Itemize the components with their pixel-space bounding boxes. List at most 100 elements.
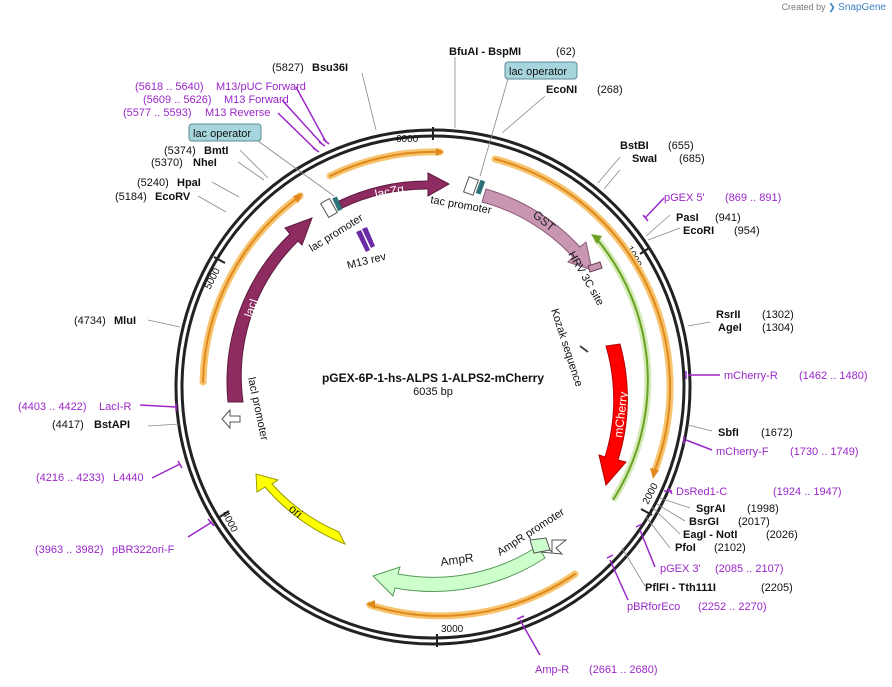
primer-markers bbox=[139, 86, 720, 656]
map-title: pGEX-6P-1-hs-ALPS 1-ALPS2-mCherry 6035 b… bbox=[322, 371, 544, 398]
primer-m13puc: (5618 .. 5640)M13/pUC Forward bbox=[135, 81, 306, 93]
svg-text:L4440: L4440 bbox=[113, 472, 144, 484]
primer-ampr: Amp-R(2661 .. 2680) bbox=[535, 664, 658, 676]
lac-operator-left[interactable]: lac operator bbox=[188, 123, 335, 197]
primer-l4440: (4216 .. 4233)L4440 bbox=[36, 472, 144, 484]
svg-text:(1304): (1304) bbox=[762, 322, 794, 334]
tick-1000 bbox=[639, 247, 650, 255]
green-arc bbox=[591, 234, 652, 502]
svg-text:lac operator: lac operator bbox=[193, 128, 251, 140]
svg-text:M13/pUC Forward: M13/pUC Forward bbox=[216, 81, 306, 93]
svg-text:(5240): (5240) bbox=[137, 177, 169, 189]
svg-text:(5184): (5184) bbox=[115, 191, 147, 203]
svg-text:(1462 .. 1480): (1462 .. 1480) bbox=[799, 370, 868, 382]
label-AmpR: AmpR bbox=[439, 550, 474, 569]
enzyme-ecorv: (5184) EcoRV bbox=[115, 191, 191, 203]
svg-text:pBR322ori-F: pBR322ori-F bbox=[112, 544, 175, 556]
primer-mcherryr: mCherry-R (1462 .. 1480) bbox=[724, 370, 868, 382]
feature-lacI[interactable]: lacI bbox=[226, 217, 313, 403]
feature-M13-rev[interactable]: M13 rev bbox=[346, 227, 388, 272]
lac-operator-top[interactable]: lac operator bbox=[479, 61, 578, 177]
feature-lacZa[interactable]: lacZα bbox=[338, 172, 451, 209]
svg-text:RsrII: RsrII bbox=[716, 309, 740, 321]
enzyme-labels: BfuAI - BspMI(62) EcoNI(268) BstBI(655) … bbox=[52, 46, 798, 594]
svg-text:EcoRI: EcoRI bbox=[683, 225, 714, 237]
tick-5000 bbox=[213, 256, 226, 264]
svg-text:(2026): (2026) bbox=[766, 529, 798, 541]
svg-text:(2085 .. 2107): (2085 .. 2107) bbox=[715, 563, 784, 575]
svg-text:pGEX 3': pGEX 3' bbox=[660, 563, 701, 575]
feature-ori[interactable]: ori bbox=[255, 473, 347, 545]
enzyme-ecori: EcoRI (954) bbox=[683, 225, 760, 237]
feature-mCherry[interactable]: mCherry bbox=[598, 343, 631, 487]
label-lacI-promoter: lacI promoter bbox=[245, 376, 270, 442]
svg-text:(869 .. 891): (869 .. 891) bbox=[725, 192, 781, 204]
enzyme-sbfi: SbfI(1672) bbox=[718, 427, 793, 439]
credit-prefix: Created by bbox=[781, 2, 826, 12]
enzyme-sgrai: SgrAI(1998) bbox=[696, 503, 779, 515]
svg-text:(4734): (4734) bbox=[74, 315, 106, 327]
svg-text:(268): (268) bbox=[597, 84, 623, 96]
label-Kozak: Kozak sequence bbox=[548, 307, 585, 388]
primer-pbr322ori: (3963 .. 3982)pBR322ori-F bbox=[35, 544, 175, 556]
tick-2000 bbox=[640, 508, 653, 516]
svg-text:SwaI: SwaI bbox=[632, 153, 657, 165]
enzyme-bsrgi: BsrGI(2017) bbox=[689, 516, 770, 528]
snapgene-logo-icon: ❯ bbox=[828, 2, 836, 12]
enzyme-mlui: (4734) MluI bbox=[74, 315, 136, 327]
svg-text:(5374): (5374) bbox=[164, 145, 196, 157]
svg-text:BstBI: BstBI bbox=[620, 140, 649, 152]
svg-text:(1730 .. 1749): (1730 .. 1749) bbox=[790, 446, 859, 458]
svg-text:MluI: MluI bbox=[114, 315, 136, 327]
enzyme-eagi: EagI - NotI (2026) bbox=[683, 529, 798, 541]
svg-text:mCherry-R: mCherry-R bbox=[724, 370, 778, 382]
enzyme-pasi: PasI(941) bbox=[676, 212, 741, 224]
svg-text:EagI - NotI: EagI - NotI bbox=[683, 529, 737, 541]
svg-text:SbfI: SbfI bbox=[718, 427, 739, 439]
created-by-credit: Created by ❯ SnapGene bbox=[782, 2, 886, 13]
feature-lac-promoter[interactable]: lac promoter bbox=[307, 196, 366, 255]
orange-arcs bbox=[199, 148, 674, 620]
label-lacZa: lacZα bbox=[374, 182, 406, 202]
feature-Kozak[interactable]: Kozak sequence bbox=[548, 307, 589, 388]
primer-pbrforeco: pBRforEco(2252 .. 2270) bbox=[627, 601, 767, 613]
svg-text:(5577 .. 5593): (5577 .. 5593) bbox=[123, 107, 192, 119]
label-M13-rev: M13 rev bbox=[346, 251, 388, 272]
svg-text:PfoI: PfoI bbox=[675, 542, 696, 554]
credit-brand: SnapGene bbox=[838, 2, 886, 13]
primer-pgex3: pGEX 3' (2085 .. 2107) bbox=[660, 563, 784, 575]
enzyme-nhei: (5370) NheI bbox=[151, 157, 217, 169]
svg-text:BfuAI - BspMI: BfuAI - BspMI bbox=[449, 46, 521, 58]
feature-AmpR[interactable]: AmpR bbox=[372, 545, 546, 597]
svg-text:PflFI - Tth111I: PflFI - Tth111I bbox=[645, 582, 716, 594]
enzyme-agei: AgeI (1304) bbox=[718, 322, 794, 334]
svg-text:(2661 .. 2680): (2661 .. 2680) bbox=[589, 664, 658, 676]
primer-dsred1c: DsRed1-C (1924 .. 1947) bbox=[676, 486, 842, 498]
svg-text:BstAPI: BstAPI bbox=[94, 419, 130, 431]
svg-text:(2252 .. 2270): (2252 .. 2270) bbox=[698, 601, 767, 613]
svg-text:BmtI: BmtI bbox=[204, 145, 228, 157]
enzyme-rsrii: RsrII(1302) bbox=[716, 309, 794, 321]
enzyme-bfuai: BfuAI - BspMI(62) bbox=[449, 46, 576, 58]
feature-GST[interactable]: GST bbox=[481, 188, 593, 271]
svg-text:LacI-R: LacI-R bbox=[99, 401, 131, 413]
svg-text:(5370): (5370) bbox=[151, 157, 183, 169]
svg-text:(1924 .. 1947): (1924 .. 1947) bbox=[773, 486, 842, 498]
svg-text:DsRed1-C: DsRed1-C bbox=[676, 486, 727, 498]
enzyme-hpai: (5240)HpaI bbox=[137, 177, 201, 189]
enzyme-pfoi: PfoI(2102) bbox=[675, 542, 746, 554]
svg-text:AgeI: AgeI bbox=[718, 322, 742, 334]
tick-label-2000: 2000 bbox=[641, 481, 661, 506]
svg-text:pGEX 5': pGEX 5' bbox=[664, 192, 705, 204]
tick-label-3000: 3000 bbox=[441, 624, 464, 635]
svg-text:NheI: NheI bbox=[193, 157, 217, 169]
enzyme-swai: SwaI(685) bbox=[632, 153, 705, 165]
svg-text:EcoRV: EcoRV bbox=[155, 191, 191, 203]
enzyme-bsu36i: (5827)Bsu36I bbox=[272, 62, 348, 74]
tick-4000 bbox=[217, 510, 230, 519]
primer-m13fwd: (5609 .. 5626)M13 Forward bbox=[143, 94, 289, 106]
svg-text:(954): (954) bbox=[734, 225, 760, 237]
svg-text:EcoNI: EcoNI bbox=[546, 84, 577, 96]
enzyme-econi: EcoNI (268) bbox=[546, 84, 623, 96]
svg-text:(2017): (2017) bbox=[738, 516, 770, 528]
